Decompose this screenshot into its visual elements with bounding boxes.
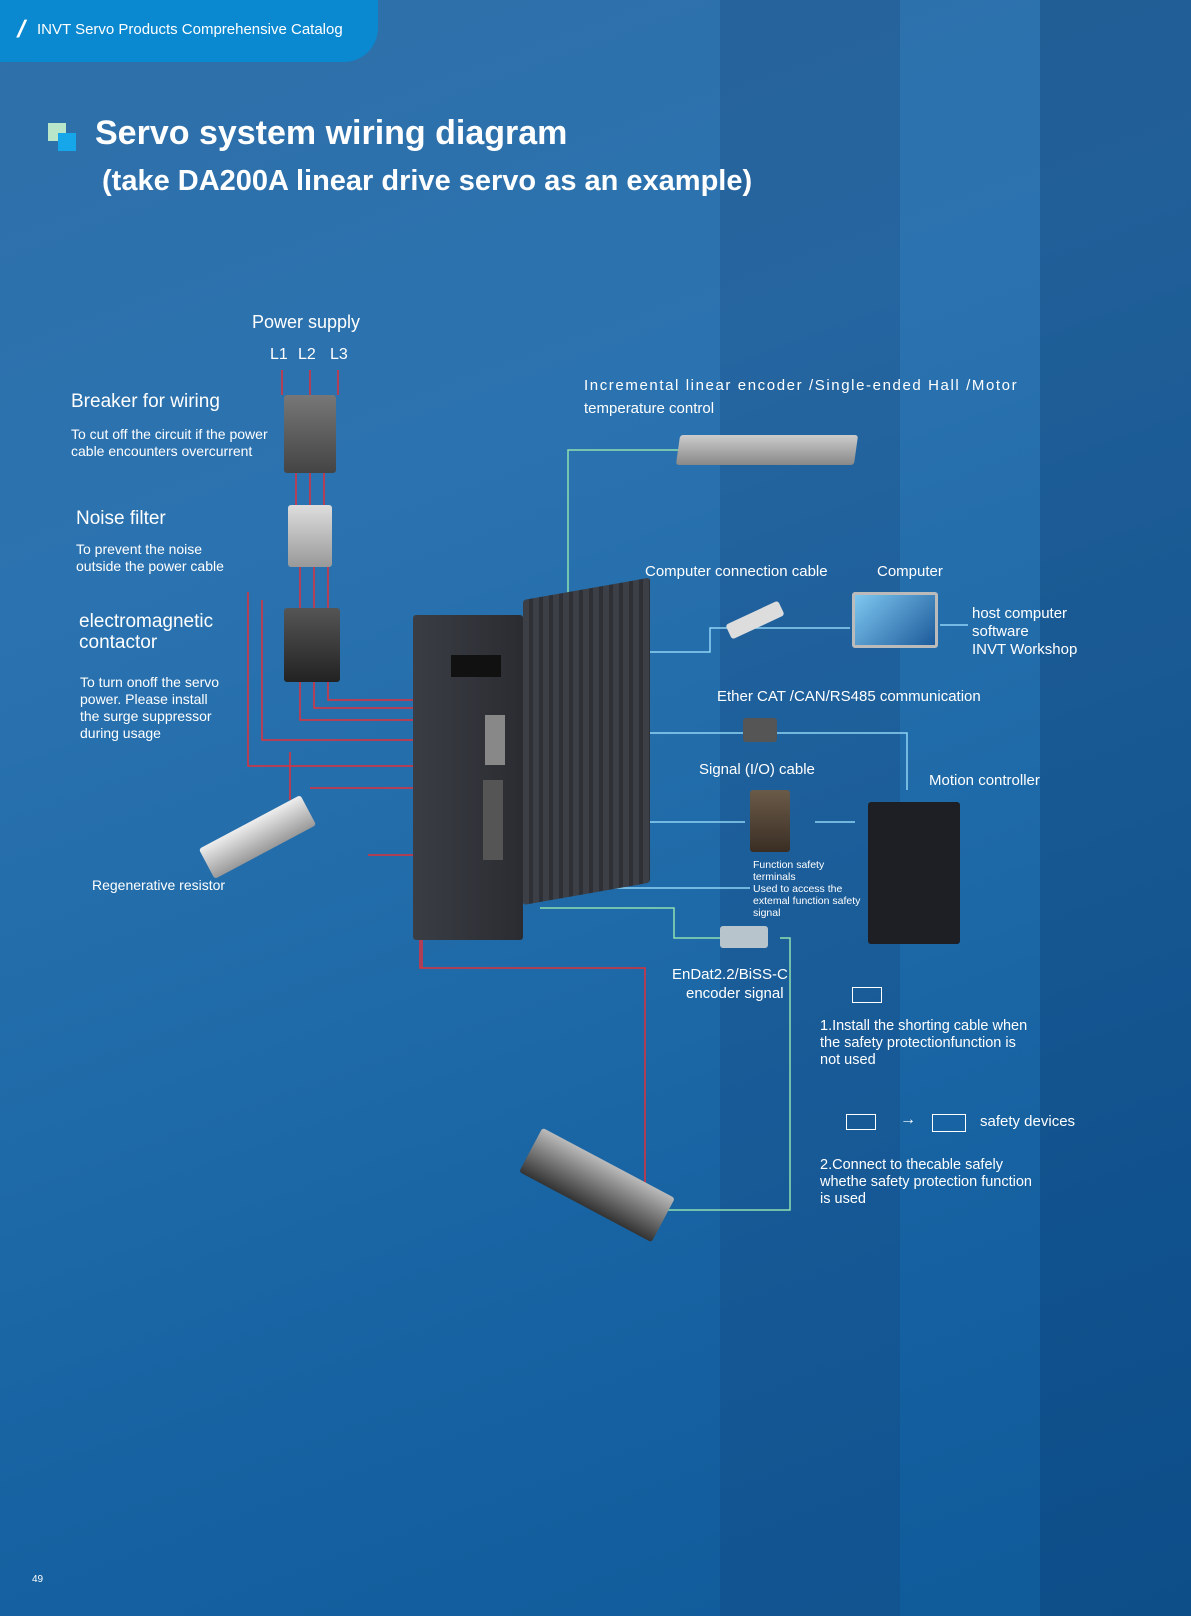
- page-title: Servo system wiring diagram: [95, 114, 568, 152]
- host-software-label: host computer: [972, 605, 1068, 622]
- safety-terminal-desc: extemal function safety: [753, 895, 861, 907]
- contactor-desc: power. Please install: [80, 691, 208, 707]
- host-software-label: software: [972, 623, 1029, 640]
- regen-label: Regenerative resistor: [92, 877, 226, 893]
- laptop-image: [852, 592, 938, 648]
- safety-terminal-desc: Function safety: [753, 859, 825, 871]
- safety-terminal-desc: signal: [753, 907, 781, 919]
- safety-device-icon: [932, 1114, 966, 1132]
- computer-label: Computer: [877, 563, 943, 580]
- comm-label: Ether CAT /CAN/RS485 communication: [717, 688, 981, 705]
- noise-filter-title: Noise filter: [76, 508, 166, 529]
- contactor-image: [284, 608, 340, 682]
- breaker-desc: cable encounters overcurrent: [71, 443, 253, 459]
- io-connector: [483, 780, 503, 860]
- host-software-label: INVT Workshop: [972, 641, 1078, 658]
- servo-drive-side: [523, 577, 650, 905]
- contactor-title: contactor: [79, 632, 158, 653]
- phase-l1: L1: [270, 346, 288, 363]
- phase-l3: L3: [330, 346, 348, 363]
- safety-cable-icon: [846, 1114, 876, 1130]
- breaker-title: Breaker for wiring: [71, 391, 220, 412]
- io-cable-connector-image: [750, 790, 790, 852]
- note-two: whethe safety protection function: [820, 1174, 1032, 1190]
- servo-drive-front: [413, 615, 523, 940]
- contactor-desc: during usage: [80, 725, 161, 741]
- endat-label: EnDat2.2/BiSS-C: [672, 966, 788, 983]
- note-two: 2.Connect to thecable safely: [820, 1157, 1003, 1173]
- background-rack: [1040, 0, 1191, 1616]
- phase-l2: L2: [298, 346, 316, 363]
- safety-terminal-desc: terminals: [753, 871, 796, 883]
- noise-filter-desc: outside the power cable: [76, 558, 224, 574]
- motion-controller-label: Motion controller: [929, 772, 1040, 789]
- page-number: 49: [32, 1574, 44, 1585]
- contactor-desc: the surge suppressor: [80, 708, 212, 724]
- ethernet-ports: [485, 715, 505, 765]
- encoder-label: temperature control: [584, 400, 715, 417]
- catalog-title: INVT Servo Products Comprehensive Catalo…: [37, 21, 343, 38]
- arrow-right-icon: →: [900, 1111, 916, 1128]
- safety-terminal-desc: Used to access the: [753, 883, 843, 895]
- computer-cable-label: Computer connection cable: [645, 563, 828, 580]
- title-square-icon: [58, 133, 76, 151]
- note-one: not used: [820, 1052, 876, 1068]
- encoder-connector-image: [720, 926, 768, 948]
- signal-cable-label: Signal (I/O) cable: [699, 761, 815, 778]
- page-subtitle: (take DA200A linear drive servo as an ex…: [102, 165, 753, 197]
- drive-display: [451, 655, 501, 677]
- ethercat-connector-image: [743, 718, 777, 742]
- noise-filter-desc: To prevent the noise: [76, 541, 203, 557]
- contactor-title: electromagnetic: [79, 611, 214, 632]
- breaker-image: [284, 395, 336, 473]
- header-bar: [0, 0, 378, 62]
- breaker-desc: To cut off the circuit if the power: [71, 426, 268, 442]
- endat-label: encoder signal: [686, 985, 784, 1002]
- contactor-desc: To turn onoff the servo: [80, 674, 220, 690]
- linear-encoder-image: [675, 435, 859, 465]
- encoder-label: Incremental linear encoder /Single-ended…: [584, 377, 1019, 394]
- note-two: is used: [820, 1191, 866, 1207]
- safety-devices-label: safety devices: [980, 1113, 1076, 1130]
- shorting-plug-icon: [852, 987, 882, 1003]
- motion-controller-image: [868, 802, 960, 944]
- note-one: 1.Install the shorting cable when: [820, 1018, 1028, 1034]
- power-supply-label: Power supply: [252, 312, 361, 332]
- noise-filter-image: [288, 505, 332, 567]
- note-one: the safety protectionfunction is: [820, 1035, 1016, 1051]
